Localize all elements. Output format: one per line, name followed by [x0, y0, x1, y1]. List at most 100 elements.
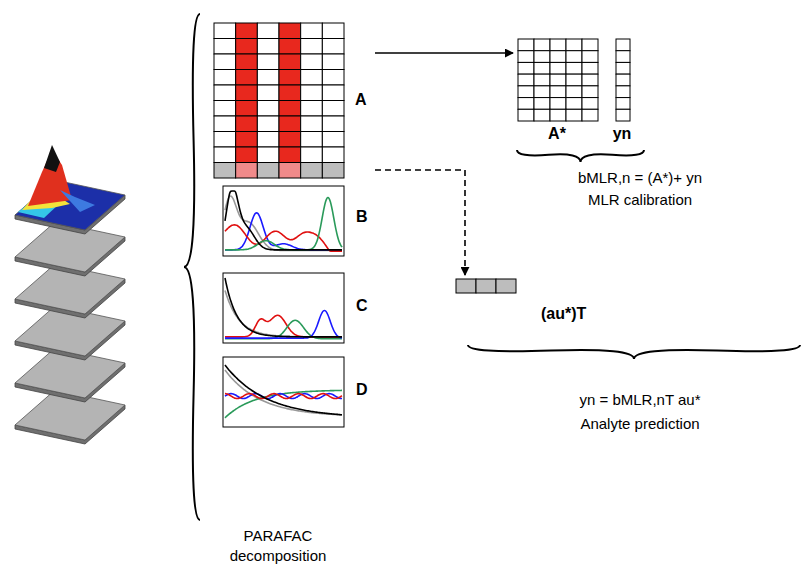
matrix-cell	[279, 85, 301, 101]
matrix-label: A	[355, 90, 367, 109]
spectral-curve	[225, 196, 342, 250]
plot-frame	[223, 357, 344, 427]
caption-text: MLR calibration	[520, 190, 760, 210]
flow-arrow	[375, 52, 513, 54]
score-row: (au*)T	[455, 278, 605, 334]
matrix-cell	[322, 39, 344, 55]
spectral-curve	[225, 198, 342, 250]
matrix-cell	[518, 109, 534, 121]
caption-text: PARAFAC decomposition	[214, 526, 342, 565]
matrix-cell	[236, 163, 258, 179]
matrix-cell	[616, 86, 630, 98]
matrix-cell	[257, 70, 279, 86]
plot-frame	[223, 186, 344, 256]
label-box: Analyte prediction	[520, 414, 760, 434]
matrix-cell	[322, 116, 344, 132]
matrix-cell	[322, 101, 344, 117]
matrix-cell	[322, 23, 344, 39]
matrix-cell	[566, 51, 582, 63]
matrix-cell	[616, 74, 630, 86]
matrix-cell	[322, 132, 344, 148]
matrix-cell	[301, 85, 323, 101]
matrix-cell	[322, 85, 344, 101]
matrix-cell	[301, 54, 323, 70]
matrix-cell	[214, 101, 236, 117]
matrix-cell	[279, 39, 301, 55]
matrix-cell	[236, 147, 258, 163]
matrix-cell	[550, 51, 566, 63]
matrix-cell	[301, 101, 323, 117]
caption-text: Analyte prediction	[520, 414, 760, 434]
matrix-cell	[257, 23, 279, 39]
matrix-cell	[214, 23, 236, 39]
matrix-cell	[279, 132, 301, 148]
matrix-cell	[518, 98, 534, 110]
row-cell	[476, 279, 496, 293]
matrix-cell	[534, 86, 550, 98]
matrix-cell	[214, 116, 236, 132]
matrix-cell	[257, 163, 279, 179]
matrix-cell	[582, 109, 598, 121]
spectral-curve	[225, 315, 342, 337]
label-box: yn = bMLR,nT au*	[520, 390, 760, 410]
matrix-cell	[236, 54, 258, 70]
matrix-cell	[301, 147, 323, 163]
matrix-cell	[566, 74, 582, 86]
loading-plot: D	[222, 356, 374, 428]
spectral-curve	[225, 290, 342, 336]
spectral-curve	[225, 191, 342, 250]
row-cell	[496, 279, 516, 293]
matrix-cell	[518, 39, 534, 51]
matrix-cell	[236, 39, 258, 55]
matrix-cell	[214, 54, 236, 70]
matrix-cell	[550, 86, 566, 98]
landscape-peak	[60, 190, 95, 212]
matrix-cell	[616, 109, 630, 121]
matrix-cell	[582, 86, 598, 98]
spectral-curve	[225, 394, 342, 399]
matrix-cell	[301, 70, 323, 86]
matrix-label: yn	[613, 124, 632, 143]
loading-plot: B	[222, 185, 374, 257]
matrix-cell	[566, 62, 582, 74]
matrix-cell	[214, 147, 236, 163]
matrix-cell	[214, 85, 236, 101]
matrix-graphic	[213, 22, 345, 179]
matrix-cell	[616, 62, 630, 74]
matrix-graphic	[615, 38, 631, 122]
spectral-curve	[225, 365, 342, 415]
matrix-cell	[301, 23, 323, 39]
matrix-cell	[214, 70, 236, 86]
matrix-cell	[550, 74, 566, 86]
matrix-box: A	[213, 22, 373, 180]
matrix-cell	[582, 74, 598, 86]
matrix-cell	[279, 54, 301, 70]
matrix-cell	[279, 70, 301, 86]
matrix-graphic	[517, 38, 599, 122]
matrix-cell	[518, 86, 534, 98]
matrix-box: A*	[517, 38, 599, 148]
matrix-box: yn	[615, 38, 645, 148]
matrix-cell	[257, 39, 279, 55]
matrix-cell	[279, 116, 301, 132]
matrix-cell	[566, 86, 582, 98]
matrix-label: C	[356, 296, 368, 315]
matrix-cell	[236, 23, 258, 39]
plot-graphic	[222, 356, 345, 428]
matrix-cell	[214, 39, 236, 55]
matrix-cell	[279, 163, 301, 179]
matrix-cell	[322, 163, 344, 179]
matrix-cell	[322, 54, 344, 70]
plot-frame	[223, 273, 344, 343]
matrix-cell	[214, 132, 236, 148]
landscape-peak	[44, 145, 60, 172]
spectral-curve	[225, 278, 342, 337]
matrix-cell	[582, 51, 598, 63]
spectral-curve	[225, 225, 342, 251]
matrix-cell	[236, 116, 258, 132]
equation-text: yn = bMLR,nT au*	[520, 390, 760, 410]
